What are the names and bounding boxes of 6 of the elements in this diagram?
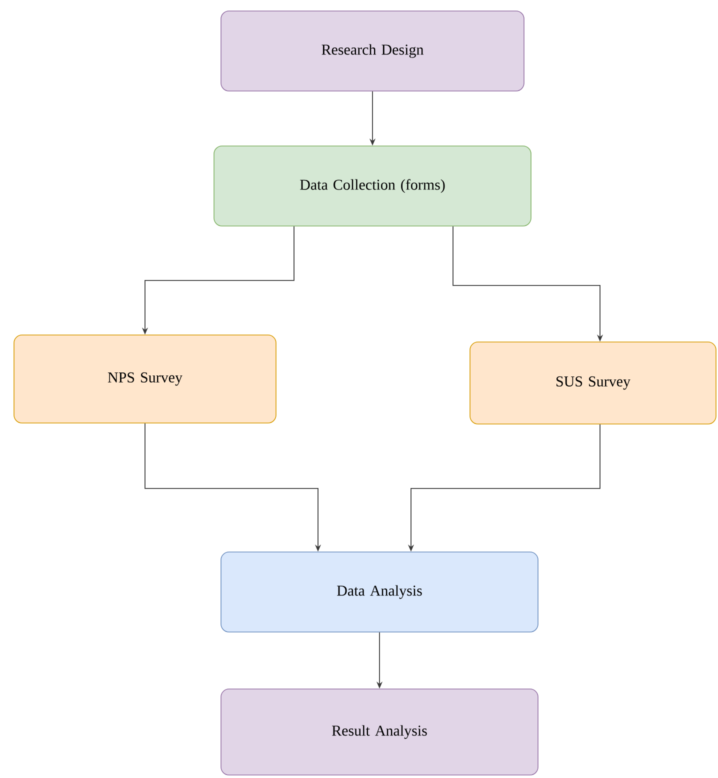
process-box: Result Analysis [220, 688, 538, 776]
process-box: SUS Survey [470, 342, 716, 424]
process-box: Research Design [220, 10, 524, 92]
process-box: Data Analysis [220, 552, 538, 632]
process-box: Data Collection (forms) [214, 146, 532, 226]
process-box: NPS Survey [14, 334, 276, 424]
